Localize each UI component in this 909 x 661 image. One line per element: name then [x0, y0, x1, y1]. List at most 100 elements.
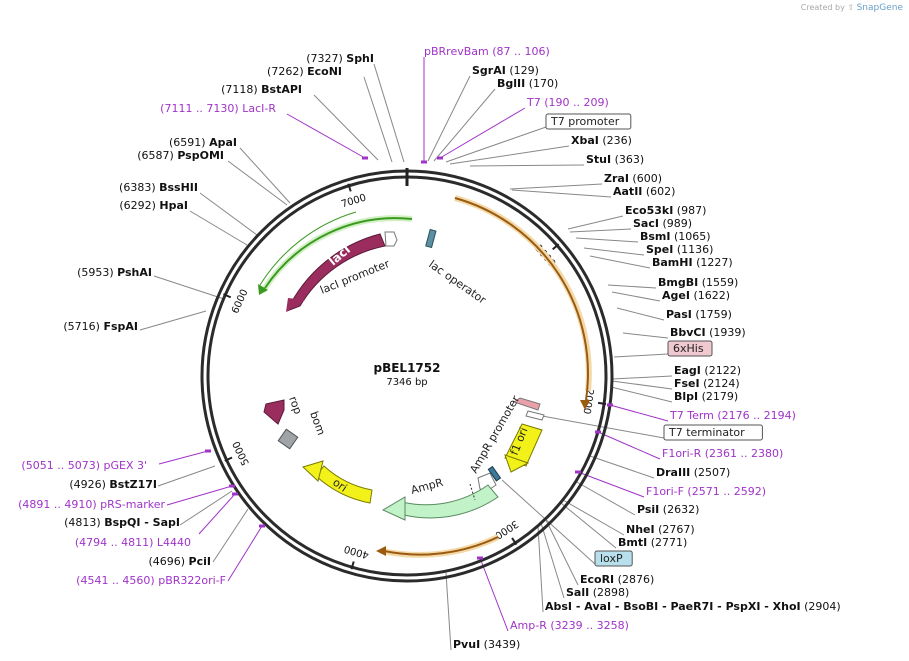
tick-label-5: 5000 [231, 439, 252, 467]
label-text-draiii: DraIII (2507) [656, 466, 730, 479]
t7-terminator-mark [512, 397, 541, 411]
label-text-pbr322ori-f: (4541 .. 4560) pBR322ori-F [76, 574, 226, 587]
label-t7-terminator: T7 terminator [663, 424, 763, 441]
label-pos-bsmi: (1065) [671, 230, 711, 243]
bom-mark [277, 428, 299, 450]
leader-ecori [544, 517, 579, 586]
leader-bmgbi [607, 284, 657, 289]
f1-ori-arrowhead [504, 454, 530, 473]
label-name-bmti: BmtI [618, 536, 647, 549]
label-text-fsei: FseI (2124) [674, 377, 740, 390]
leader-xbai [449, 145, 570, 165]
label-pos-apai: (6591) [169, 136, 209, 149]
label-t7: T7 (190 .. 209) [526, 96, 609, 109]
label-pos-bsshii: (6383) [119, 181, 159, 194]
green-arc-upper-arrowhead [258, 284, 268, 295]
label-name-blpi: BlpI [674, 390, 698, 403]
leader-pgex3 [158, 450, 209, 465]
orange-arc-lower-arrowhead [376, 546, 386, 556]
label-pos-pasi: (1759) [692, 308, 732, 321]
label-name-psii: PsiI [637, 503, 659, 516]
leader-t7-terminator [530, 413, 665, 439]
rop-label: rop [286, 395, 304, 416]
label-text-eco53ki: Eco53kI (987) [625, 204, 706, 217]
label-name-bspqi: BspQI - SapI [104, 516, 180, 529]
leader-fsei [611, 380, 673, 390]
label-pos-ecori: (2876) [614, 573, 654, 586]
label-text-6xhis: 6xHis [673, 342, 704, 355]
tick-5 [224, 456, 233, 462]
label-text-bspqi: (4813) BspQI - SapI [64, 516, 180, 529]
label-sphi: (7327) SphI [306, 52, 374, 65]
label-name-spei: SpeI [646, 243, 673, 256]
leader-pspomi [227, 160, 288, 206]
leader-pbr322ori-f [227, 525, 263, 582]
leader-prs-marker [166, 485, 233, 506]
label-text-t7-promoter: T7 promoter [550, 115, 620, 128]
label-text-l4440: (4794 .. 4811) L4440 [75, 536, 191, 549]
tick-label-4: 4000 [343, 543, 371, 561]
label-saci: SacI (989) [633, 217, 692, 230]
tick-7 [347, 183, 352, 192]
label-pos-sphi: (7327) [306, 52, 346, 65]
label-prs-marker: (4891 .. 4910) pRS-marker [18, 498, 165, 511]
tick-3 [511, 537, 518, 546]
leader-aatii [511, 189, 612, 198]
label-text-sphi: (7327) SphI [306, 52, 374, 65]
leader-laci-r [286, 113, 366, 159]
label-text-f1ori-f: F1ori-F (2571 .. 2592) [646, 485, 766, 498]
label-pos-bglii: (170) [525, 77, 558, 90]
label-pspomi: (6587) PspOMI [137, 149, 224, 162]
leader-stui [469, 164, 585, 167]
label-text-bsshii: (6383) BssHII [119, 181, 198, 194]
label-draiii: DraIII (2507) [656, 466, 730, 479]
label-aatii: AatII (602) [613, 185, 675, 198]
label-bamhi: BamHI (1227) [652, 256, 733, 269]
loxp-mark [487, 465, 502, 482]
label-text-absi: AbsI - AvaI - BsoBI - PaeR7I - PspXI - X… [545, 600, 841, 613]
label-blpi: BlpI (2179) [674, 390, 738, 403]
primer-marks [205, 156, 613, 560]
label-fsei: FseI (2124) [674, 377, 740, 390]
label-name-f1ori-f: F1ori-F [646, 485, 684, 498]
label-pos-pvui: (3439) [480, 638, 520, 651]
label-pos-bmgbi: (1559) [698, 276, 738, 289]
leader-eagi [611, 375, 673, 380]
orange-arc-upper [454, 197, 589, 401]
lac-operator-mark [425, 228, 437, 249]
t7-term-mark [525, 410, 545, 421]
label-pos-t7: (190 .. 209) [541, 96, 609, 109]
label-name-nhei: NheI [626, 523, 655, 536]
label-pasi: PasI (1759) [666, 308, 732, 321]
label-text-spei: SpeI (1136) [646, 243, 713, 256]
label-6xhis: 6xHis [667, 340, 713, 357]
label-name-pcii: PciI [189, 555, 211, 568]
label-pos-l4440: (4794 .. 4811) [75, 536, 157, 549]
ori-arrowhead [302, 460, 324, 482]
orange-arc-lower-bg [381, 534, 500, 558]
label-pos-eco53ki: (987) [673, 204, 706, 217]
label-box-t7-promoter [545, 113, 632, 130]
label-t7-term: T7 Term (2176 .. 2194) [669, 409, 796, 422]
label-pos-prs-marker: (4891 .. 4910) [18, 498, 100, 511]
leader-t7-term [609, 404, 669, 422]
ampr-inner-marker [469, 483, 476, 501]
label-pos-pbrrevbam: (87 .. 106) [489, 45, 550, 58]
label-text-fspai: (5716) FspAI [63, 320, 138, 333]
label-text-pspomi: (6587) PspOMI [137, 149, 224, 162]
label-name-f1ori-r: F1ori-R [662, 447, 702, 460]
leader-saci [569, 228, 632, 233]
orange-arc-lower [383, 536, 499, 556]
label-spei: SpeI (1136) [646, 243, 713, 256]
label-text-ecori: EcoRI (2876) [580, 573, 654, 586]
label-bstz17i: (4926) BstZ17I [69, 478, 157, 491]
label-name-bstz17i: BstZ17I [109, 478, 157, 491]
label-box-t7-terminator [663, 424, 763, 441]
label-pos-bbvci: (1939) [706, 326, 746, 339]
label-bsmi: BsmI (1065) [640, 230, 711, 243]
tick-label-6: 6000 [230, 288, 250, 316]
label-name-pbrrevbam: pBRrevBam [424, 45, 489, 58]
label-bsshii: (6383) BssHII [119, 181, 198, 194]
label-box-loxp [594, 550, 633, 567]
label-name-zrai: ZraI [604, 172, 629, 185]
